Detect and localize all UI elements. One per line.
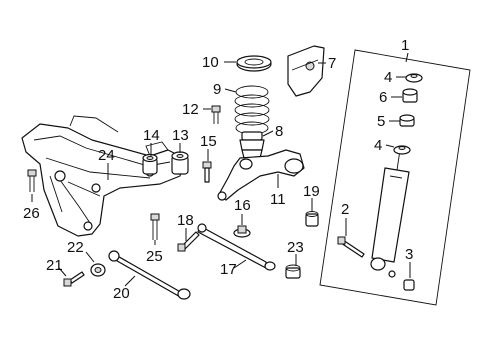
callout-2: 2: [341, 201, 349, 218]
callout-25: 25: [146, 248, 163, 265]
shock-absorber: [370, 149, 410, 271]
callout-23: 23: [287, 239, 304, 256]
bolt-15: [202, 161, 212, 183]
insulator-lower: [393, 145, 411, 155]
callout-24: 24: [98, 147, 115, 164]
toe-link: [197, 223, 276, 271]
bolt-21: [63, 271, 85, 287]
bushing-6: [402, 88, 418, 103]
insulator-upper: [405, 73, 423, 83]
coil-spring: [234, 85, 270, 135]
lower-link: [108, 250, 191, 300]
callout-4-upper: 4: [384, 69, 392, 86]
callouts: 1 2 3 4 4 5 6 7 8 9 10 11 12 13 14 15 16…: [23, 37, 413, 302]
bushing-14: [142, 153, 158, 175]
leader-lines: [31, 52, 411, 287]
callout-6: 6: [379, 89, 387, 106]
callout-5: 5: [377, 113, 385, 130]
nut-19: [305, 211, 319, 227]
washer-5: [399, 114, 415, 127]
callout-8: 8: [275, 123, 283, 140]
callout-21: 21: [46, 257, 63, 274]
callout-11: 11: [270, 191, 286, 208]
shock-group-box: [319, 49, 471, 306]
callout-4-lower: 4: [374, 137, 382, 154]
callout-16: 16: [234, 197, 251, 214]
callout-14: 14: [143, 127, 160, 144]
bolt-12: [211, 105, 221, 124]
bolt-25: [150, 213, 160, 240]
callout-17: 17: [220, 261, 237, 278]
callout-20: 20: [113, 285, 130, 302]
callout-22: 22: [67, 239, 84, 256]
callout-13: 13: [172, 127, 189, 144]
callout-26: 26: [23, 205, 40, 222]
bolt-18: [177, 231, 200, 252]
bolt-26: [27, 169, 37, 192]
bushing-13: [171, 151, 189, 175]
callout-15: 15: [200, 133, 217, 150]
callout-12: 12: [182, 101, 199, 118]
nut-16: [233, 225, 251, 238]
callout-3: 3: [405, 246, 413, 263]
callout-18: 18: [177, 212, 194, 229]
nut-23: [285, 264, 301, 279]
bolt-2: [337, 236, 365, 258]
callout-19: 19: [303, 183, 320, 200]
callout-10: 10: [202, 54, 219, 71]
washer-22: [90, 263, 106, 277]
spring-seat: [236, 55, 272, 72]
callout-1: 1: [401, 37, 409, 54]
nut-3: [388, 270, 415, 291]
upper-mount-bracket: [287, 45, 325, 97]
callout-7: 7: [328, 55, 336, 72]
rear-subframe: [21, 115, 185, 237]
callout-9: 9: [213, 81, 221, 98]
jounce-bumper: [239, 131, 265, 159]
lower-control-arm: [217, 149, 305, 201]
